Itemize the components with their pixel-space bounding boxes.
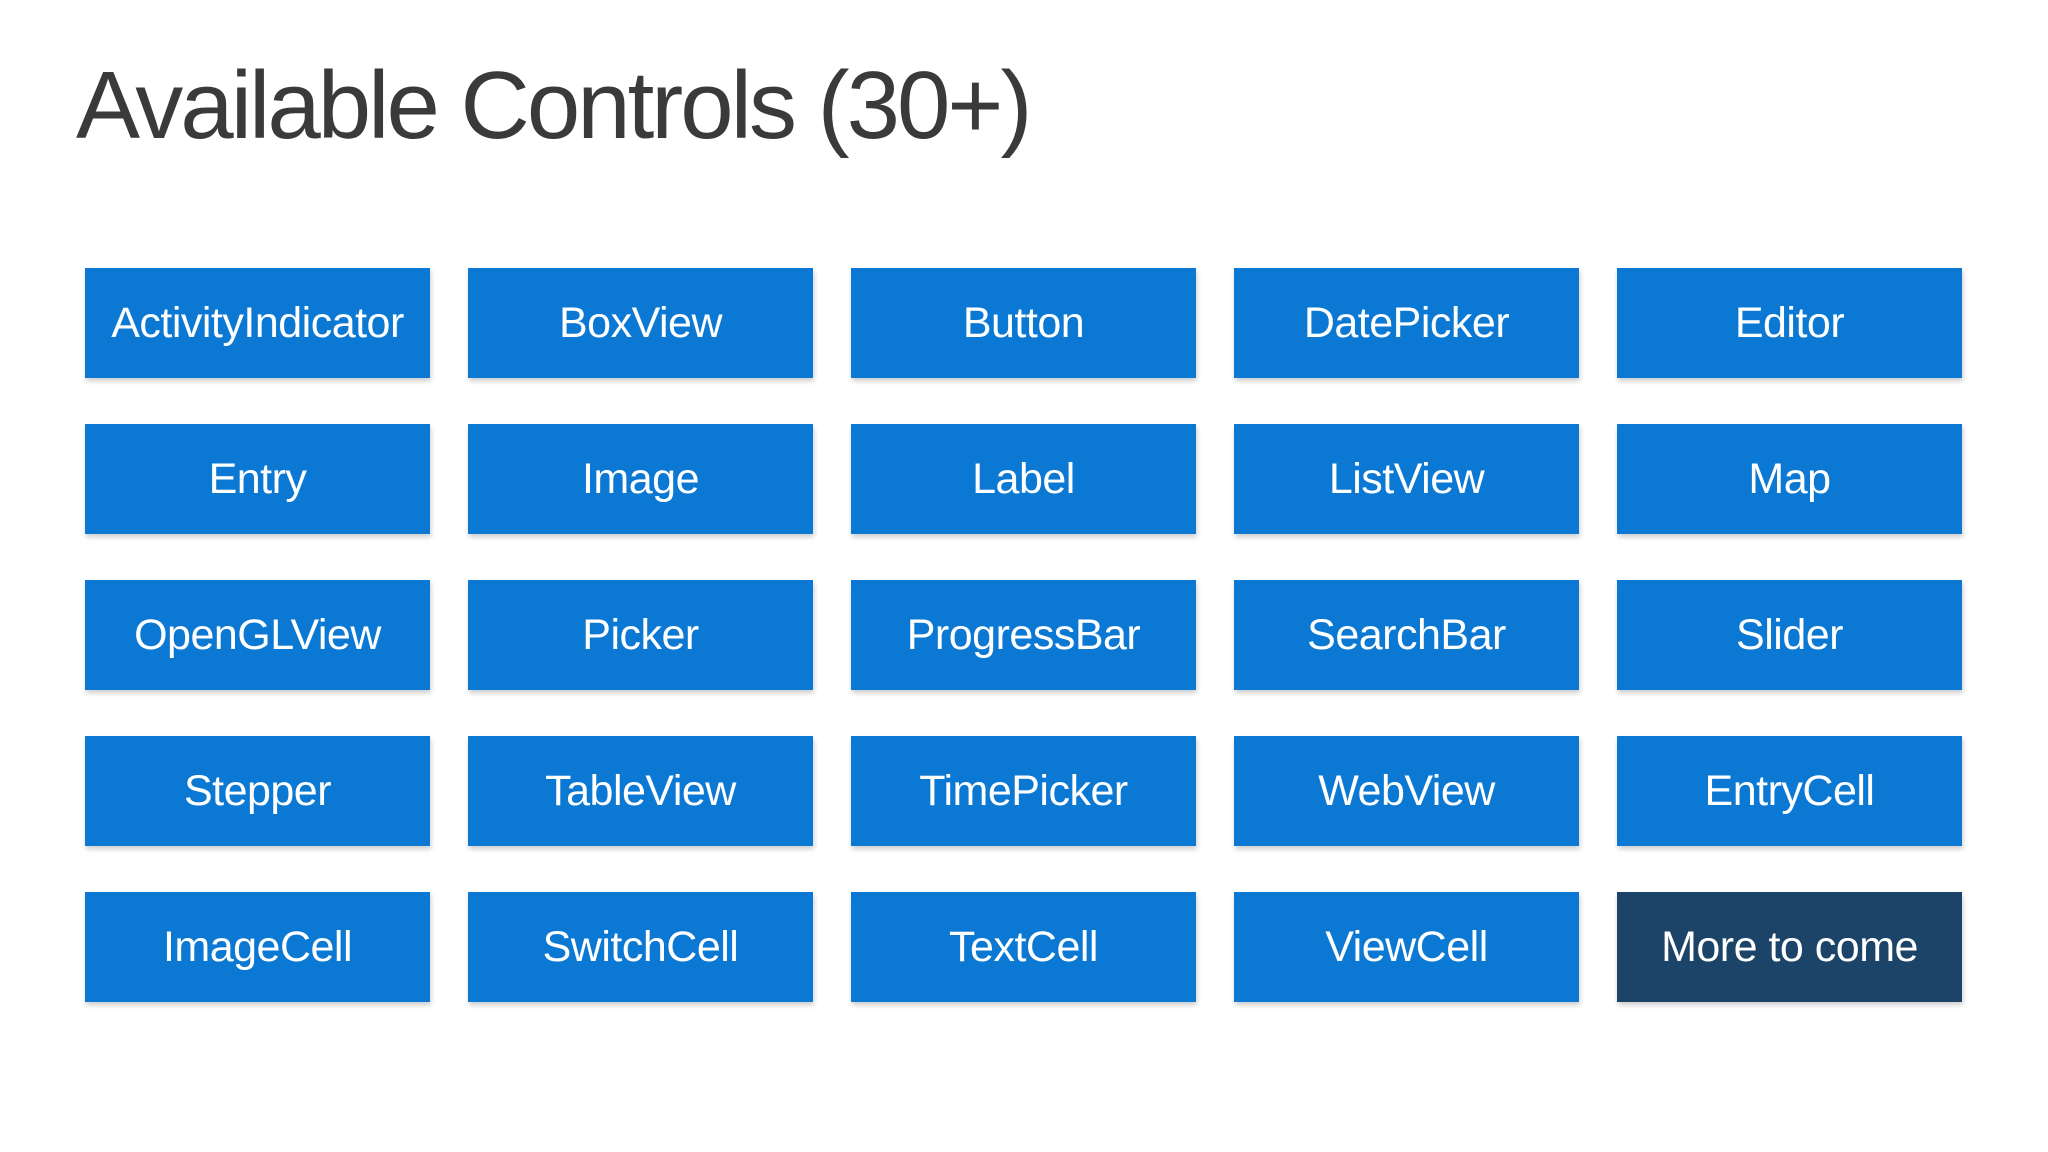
tile-more-to-come[interactable]: More to come [1617, 892, 1962, 1002]
tile-stepper[interactable]: Stepper [85, 736, 430, 846]
tile-datepicker[interactable]: DatePicker [1234, 268, 1579, 378]
tile-searchbar[interactable]: SearchBar [1234, 580, 1579, 690]
tile-openglview[interactable]: OpenGLView [85, 580, 430, 690]
tile-listview[interactable]: ListView [1234, 424, 1579, 534]
controls-grid: ActivityIndicator BoxView Button DatePic… [85, 268, 1962, 1002]
tile-tableview[interactable]: TableView [468, 736, 813, 846]
tile-editor[interactable]: Editor [1617, 268, 1962, 378]
tile-activityindicator[interactable]: ActivityIndicator [85, 268, 430, 378]
tile-switchcell[interactable]: SwitchCell [468, 892, 813, 1002]
page-title: Available Controls (30+) [76, 52, 1032, 159]
tile-slider[interactable]: Slider [1617, 580, 1962, 690]
tile-timepicker[interactable]: TimePicker [851, 736, 1196, 846]
tile-imagecell[interactable]: ImageCell [85, 892, 430, 1002]
tile-viewcell[interactable]: ViewCell [1234, 892, 1579, 1002]
tile-textcell[interactable]: TextCell [851, 892, 1196, 1002]
tile-entrycell[interactable]: EntryCell [1617, 736, 1962, 846]
tile-boxview[interactable]: BoxView [468, 268, 813, 378]
tile-webview[interactable]: WebView [1234, 736, 1579, 846]
tile-progressbar[interactable]: ProgressBar [851, 580, 1196, 690]
tile-map[interactable]: Map [1617, 424, 1962, 534]
tile-image[interactable]: Image [468, 424, 813, 534]
tile-entry[interactable]: Entry [85, 424, 430, 534]
tile-button[interactable]: Button [851, 268, 1196, 378]
tile-picker[interactable]: Picker [468, 580, 813, 690]
tile-label[interactable]: Label [851, 424, 1196, 534]
